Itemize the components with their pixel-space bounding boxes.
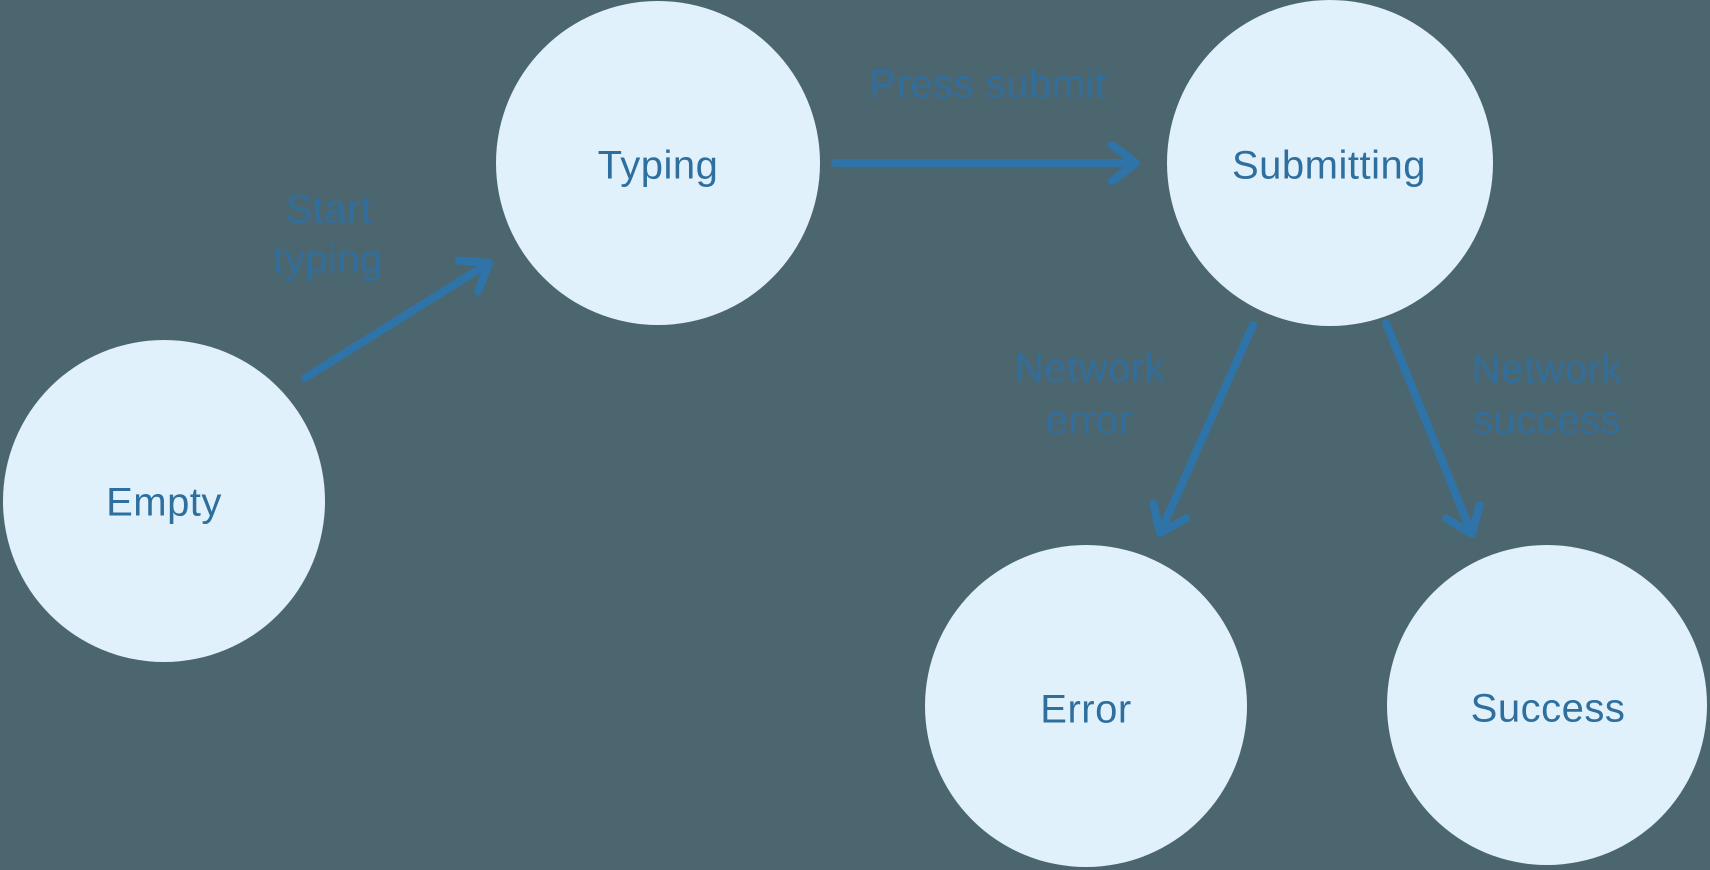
state-node-success: Success [1387,545,1707,865]
state-node-label: Error [1040,688,1131,732]
edge-submitting-success: Network success [1382,319,1623,538]
state-node-submitting: Submitting [1167,0,1493,326]
state-circle [3,340,325,662]
state-node-label: Submitting [1232,144,1426,188]
edge-label: typing [273,238,383,282]
edge-empty-typing: Start typing [273,188,493,382]
state-node-empty: Empty [3,340,325,662]
edge-line [301,256,493,382]
edge-typing-submitting: Press submit [831,63,1140,185]
state-circle [925,545,1247,867]
state-node-error: Error [925,545,1247,867]
edge-label: Press submit [869,63,1106,107]
edge-label: success [1473,399,1621,443]
edge-label: Network [1472,348,1623,392]
state-circle [1387,545,1707,865]
edge-label: error [1046,399,1133,443]
state-node-label: Empty [106,481,222,525]
edge-submitting-error: Network error [1015,321,1257,537]
edge-label: Network [1015,347,1166,391]
state-node-typing: Typing [496,1,820,325]
state-circle [496,1,820,325]
state-node-label: Success [1471,687,1626,731]
state-node-label: Typing [598,144,719,188]
edge-line [1382,319,1484,538]
state-circle [1167,0,1493,326]
edge-line [1149,321,1257,537]
edge-label: Start [286,188,373,232]
